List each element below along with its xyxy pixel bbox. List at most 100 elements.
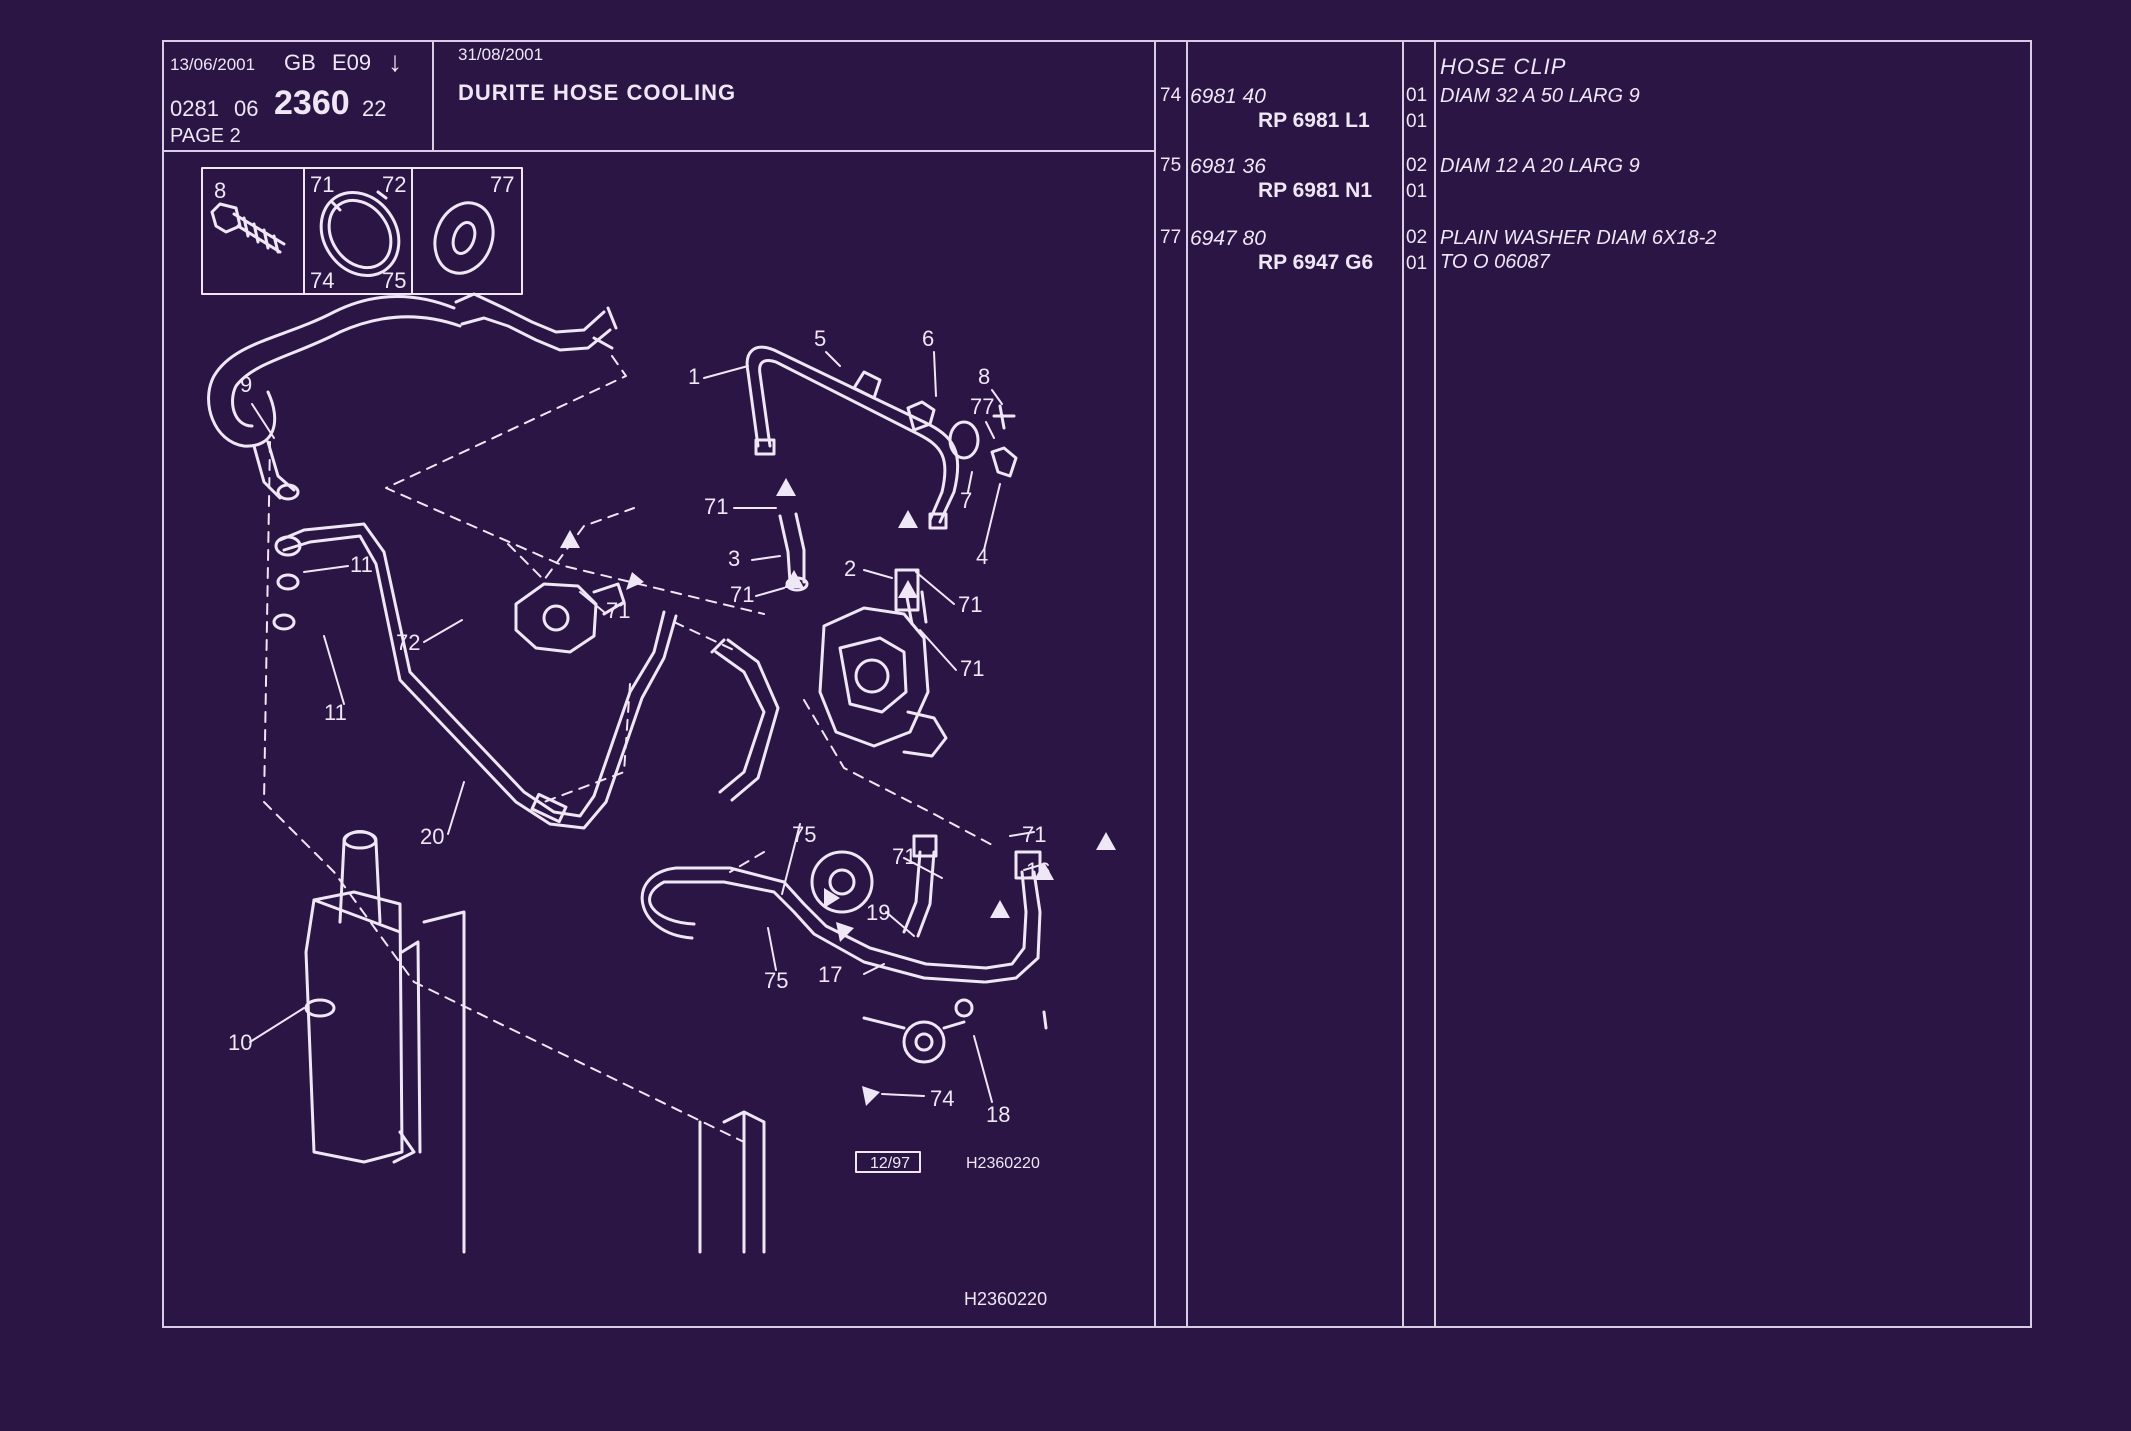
part-qty: 02 [1406,155,1428,176]
callout-74: 74 [930,1086,954,1111]
bolt-icon [210,202,286,254]
part-description: DIAM 32 A 50 LARG 9 [1440,85,1640,107]
bolt-18 [1042,1010,1048,1030]
header-split [432,42,434,150]
hose-2 [894,568,920,612]
callout-71: 71 [1022,822,1046,847]
callout-5: 5 [814,326,826,351]
radiator [304,830,766,1254]
header-date-right: 31/08/2001 [458,45,544,64]
inset-parts-box [201,167,523,295]
part-qty: 02 [1406,227,1428,248]
callout-71: 71 [606,598,630,623]
divider-ref [1186,42,1188,1326]
part-number: 6981 36 [1190,155,1266,178]
bolt-8 [992,404,1016,430]
divider-diagram [1154,42,1156,1326]
callout-6: 6 [922,326,934,351]
header-page: PAGE 2 [170,125,241,147]
part-description: PLAIN WASHER DIAM 6X18-2 [1440,227,1717,249]
callout-7: 7 [960,488,972,513]
inset-label-71: 71 [310,172,334,197]
bottom-hose [640,834,1042,1064]
lower-hose [710,638,780,802]
callout-20: 20 [420,824,444,849]
part-qty: 01 [1406,85,1428,106]
oring-11b [272,613,296,631]
callout-1: 1 [688,364,700,389]
part-qty-rp: 01 [1406,253,1428,274]
callout-2: 2 [844,556,856,581]
callout-77: 77 [970,394,994,419]
callout-leaders [249,351,1045,1103]
part-ref: 77 [1160,227,1182,248]
callout-71: 71 [704,494,728,519]
header-ref-c: 22 [362,96,387,121]
header-divider [164,150,1154,152]
inset-label-74: 74 [310,268,334,293]
plug-17 [954,998,974,1018]
part-description: DIAM 12 A 20 LARG 9 [1440,155,1640,177]
header-ref-big: 2360 [274,84,350,122]
header-arrow-icon: ↓ [388,46,402,77]
part-qty-rp: 01 [1406,111,1428,132]
part-rp: RP 6947 G6 [1258,251,1374,274]
part-ref: 75 [1160,155,1182,176]
arrow-markers [560,478,1116,1106]
revision-label: 12/97 [870,1155,910,1172]
callout-4: 4 [976,544,988,569]
outlet-housing [514,582,626,654]
header-gb: GB [284,50,316,75]
hose-clip-icon [319,190,401,278]
exploded-diagram: 8 71 72 77 74 75 9 1 5 6 8 77 7 4 71 3 7… [201,167,1116,1254]
callout-71: 71 [730,582,754,607]
washer-icon [433,201,495,275]
callout-11: 11 [324,700,347,725]
pipe-1 [745,345,960,530]
callout-numbers: 8 71 72 77 74 75 9 1 5 6 8 77 7 4 71 3 7… [214,172,1050,1172]
diagram-code-bottom: H2360220 [964,1289,1048,1309]
oring-11 [276,573,300,591]
callout-11: 11 [350,552,373,577]
inset-label-77: 77 [490,172,514,197]
divider-qty [1434,42,1436,1326]
part-number: 6981 40 [1190,85,1266,108]
dashed-leaders [263,355,995,1143]
callout-9: 9 [240,372,252,397]
washer-7 [948,420,980,460]
revision-box [855,1151,921,1173]
callout-72: 72 [396,630,420,655]
header-ref-a: 0281 [170,96,219,121]
callout-17: 17 [818,962,842,987]
callout-16: 16 [1026,858,1050,883]
part-number: 6947 80 [1190,227,1266,250]
part-description-2: TO O 06087 [1440,251,1550,273]
hose-20 [274,522,678,830]
part-qty-rp: 01 [1406,181,1428,202]
divider-number [1402,42,1404,1326]
oring-10 [304,998,336,1018]
header-date-left: 13/06/2001 [170,55,256,74]
inset-label-75: 75 [382,268,406,293]
callout-75: 75 [764,968,788,993]
callout-3: 3 [728,546,740,571]
inset-label-8: 8 [214,178,226,203]
callout-71: 71 [960,656,984,681]
header-ref-b: 06 [234,96,259,121]
part-ref: 74 [1160,85,1182,106]
bracket-4 [990,446,1018,478]
thermostat-housing [818,590,948,758]
callout-71: 71 [958,592,982,617]
inset-label-72: 72 [382,172,406,197]
callout-10: 10 [228,1030,252,1055]
callout-8: 8 [978,364,990,389]
callout-71: 71 [892,844,916,869]
header-e09: E09 [332,50,372,75]
group-title: HOSE CLIP [1440,54,1567,79]
page-title: DURITE HOSE COOLING [458,80,737,105]
callout-18: 18 [986,1102,1010,1127]
part-rp: RP 6981 L1 [1258,109,1370,132]
hose-9 [207,292,618,501]
diagram-code-inner: H2360220 [966,1155,1040,1172]
part-rp: RP 6981 N1 [1258,179,1373,202]
